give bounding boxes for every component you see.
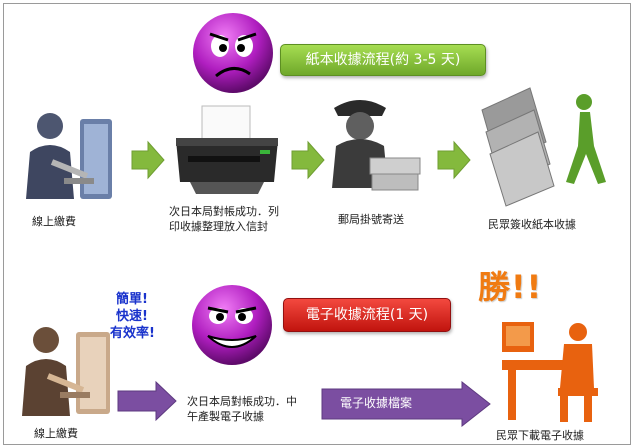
step4-label: 民眾簽收紙本收據 <box>488 218 576 231</box>
benefit-efficient: 有效率! <box>110 326 155 341</box>
e-step2-label-line2: 午產製電子收據 <box>187 410 264 423</box>
happy-face-icon <box>192 285 272 365</box>
e-flow-title: 電子收據流程(1 天) <box>283 298 451 332</box>
paper-stack-walker-icon <box>481 87 606 207</box>
postman-icon <box>332 100 421 191</box>
person-computer-icon <box>26 113 112 199</box>
arrow-right-icon <box>117 380 177 422</box>
e-step3-label: 民眾下載電子收據 <box>496 429 584 442</box>
win-text: 勝!! <box>478 268 543 306</box>
e-receipt-arrow <box>321 381 491 427</box>
printer-icon <box>176 105 278 194</box>
step2-label-line2: 印收據整理放入信封 <box>169 220 268 233</box>
sad-face-icon <box>193 13 273 93</box>
diagram-frame: 紙本收據流程(約 3-5 天) 線上繳費 次日本局對帳成功．列 印收據整理放入信… <box>3 3 631 445</box>
desk-user-icon <box>502 322 598 422</box>
arrow-right-icon <box>291 140 325 180</box>
step1-label: 線上繳費 <box>32 215 76 228</box>
person-computer-icon <box>22 327 110 416</box>
e-step2-label-line1: 次日本局對帳成功．中 <box>187 395 297 408</box>
step2-label-line1: 次日本局對帳成功．列 <box>169 205 279 218</box>
paper-flow-title: 紙本收據流程(約 3-5 天) <box>280 44 486 76</box>
arrow-right-icon <box>131 140 165 180</box>
benefit-fast: 快速! <box>116 309 148 324</box>
benefit-simple: 簡單! <box>116 292 148 307</box>
step3-label: 郵局掛號寄送 <box>338 213 404 226</box>
arrow-right-icon <box>437 140 471 180</box>
e-step1-label: 線上繳費 <box>34 427 78 440</box>
e-receipt-arrow-label: 電子收據檔案 <box>340 396 413 410</box>
